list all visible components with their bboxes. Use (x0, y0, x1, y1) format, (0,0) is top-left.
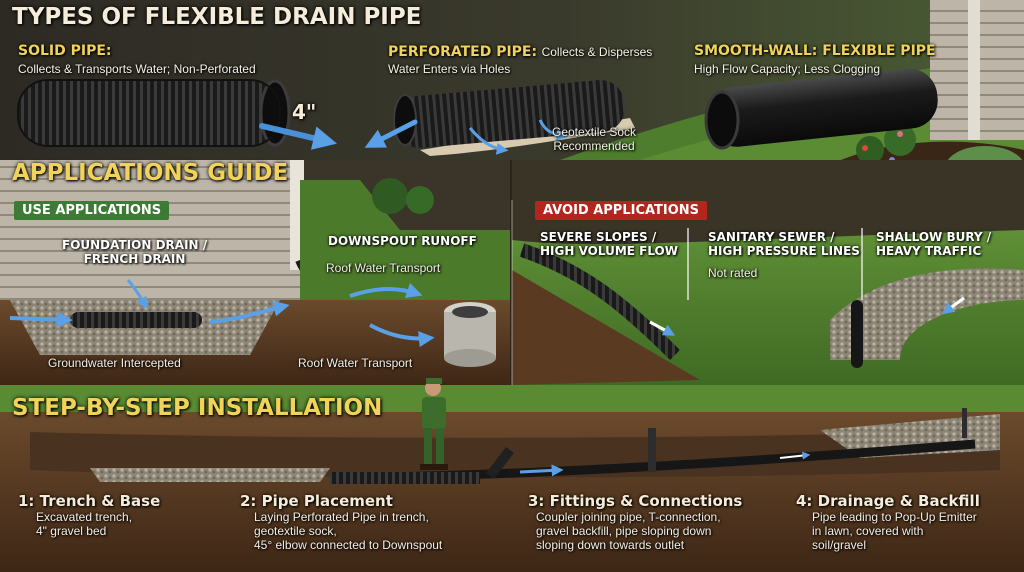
step-3: 3: Fittings & Connections Coupler joinin… (528, 492, 742, 552)
smooth-pipe-desc: High Flow Capacity; Less Clogging (694, 62, 881, 76)
applications-title: APPLICATIONS GUIDE (12, 160, 289, 186)
perforated-pipe-heading: PERFORATED PIPE: Collects & Disperses (388, 43, 652, 61)
avoid-applications-badge: AVOID APPLICATIONS (535, 201, 708, 220)
step-3-title: 3: Fittings & Connections (528, 492, 743, 510)
perforated-pipe-name: PERFORATED PIPE: (388, 44, 538, 60)
severe-slopes-line1: SEVERE SLOPES / (540, 230, 657, 244)
step-1: 1: Trench & Base Excavated trench, 4" gr… (18, 492, 160, 538)
use-applications-badge: USE APPLICATIONS (14, 201, 170, 220)
roof-water-label-1: Roof Water Transport (326, 261, 441, 275)
sanitary-sewer-label: SANITARY SEWER / HIGH PRESSURE LINES (708, 230, 860, 258)
sanitary-sewer-line1: SANITARY SEWER / (708, 230, 835, 244)
shallow-bury-line2: HEAVY TRAFFIC (876, 244, 982, 258)
step-2-title: 2: Pipe Placement (240, 492, 393, 510)
main-title: TYPES OF FLEXIBLE DRAIN PIPE (12, 4, 422, 30)
step-1-title: 1: Trench & Base (18, 492, 161, 510)
step-1-desc: Excavated trench, 4" gravel bed (36, 510, 133, 538)
step-4: 4: Drainage & Backfill Pipe leading to P… (796, 492, 980, 552)
solid-pipe-desc: Collects & Transports Water; Non-Perfora… (18, 62, 256, 76)
solid-pipe-name: SOLID PIPE: (18, 43, 112, 59)
geotextile-sock-line2: Recommended (553, 139, 635, 153)
downspout-runoff-label: DOWNSPOUT RUNOFF (328, 234, 477, 248)
groundwater-label: Groundwater Intercepted (48, 356, 181, 370)
step-4-desc: Pipe leading to Pop-Up Emitter in lawn, … (812, 510, 977, 552)
geotextile-sock-line1: Geotextile Sock (552, 125, 637, 139)
sanitary-sewer-line2: HIGH PRESSURE LINES (708, 244, 860, 258)
severe-slopes-label: SEVERE SLOPES / HIGH VOLUME FLOW (540, 230, 678, 258)
step-2-desc: Laying Perforated Pipe in trench, geotex… (254, 510, 443, 552)
smooth-pipe-name: SMOOTH-WALL: FLEXIBLE PIPE (694, 43, 936, 59)
severe-slopes-line2: HIGH VOLUME FLOW (540, 244, 678, 258)
step-3-desc: Coupler joining pipe, T-connection, grav… (536, 510, 721, 552)
step-4-title: 4: Drainage & Backfill (796, 492, 980, 510)
shallow-bury-line1: SHALLOW BURY / (876, 230, 992, 244)
foundation-drain-line2: FRENCH DRAIN (83, 252, 186, 266)
foundation-drain-label: FOUNDATION DRAIN / FRENCH DRAIN (62, 238, 207, 266)
perforated-pipe-desc: Collects & Disperses (541, 45, 653, 59)
pipe-size-label: 4" (292, 100, 317, 124)
installation-title: STEP-BY-STEP INSTALLATION (12, 395, 383, 421)
not-rated-note: Not rated (708, 266, 758, 280)
step-2: 2: Pipe Placement Laying Perforated Pipe… (240, 492, 442, 552)
geotextile-sock-label: Geotextile Sock Recommended (552, 125, 636, 153)
roof-water-label-2: Roof Water Transport (298, 356, 413, 370)
perforated-pipe-desc2: Water Enters via Holes (388, 62, 511, 76)
foundation-drain-line1: FOUNDATION DRAIN / (62, 238, 208, 252)
shallow-bury-label: SHALLOW BURY / HEAVY TRAFFIC (876, 230, 991, 258)
